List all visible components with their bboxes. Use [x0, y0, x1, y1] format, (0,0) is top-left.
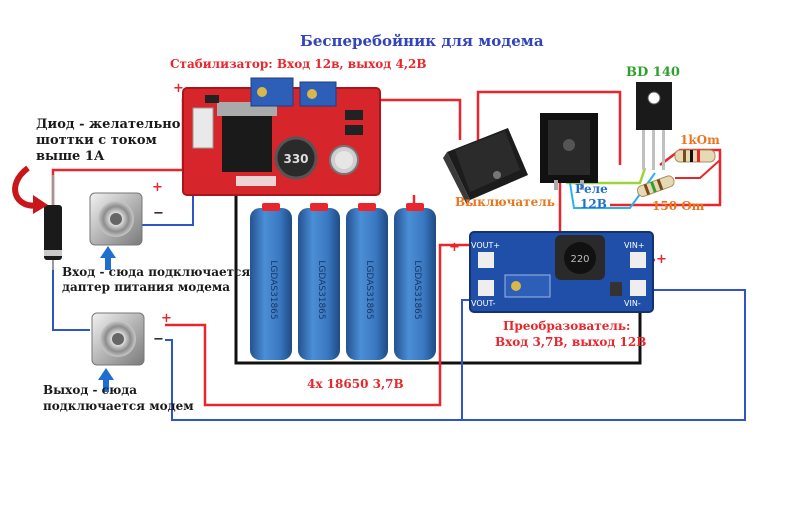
- choke-print: 330: [283, 152, 308, 166]
- resistor-150: [636, 175, 675, 197]
- resistor-1k-label: 1kOm: [680, 133, 720, 147]
- wire-red-resistor: [675, 159, 721, 179]
- bd140-label: BD 140: [626, 65, 680, 80]
- battery-2: [298, 208, 340, 360]
- minus-mark-output: −: [153, 332, 164, 347]
- wire-blue-output-neg: [165, 289, 746, 421]
- input-jack: [89, 192, 143, 246]
- converter-label-2: Вход 3,7В, выход 12В: [495, 335, 647, 349]
- converter-board: 220 VOUT+ VOUT- VIN+ VIN-: [469, 231, 654, 313]
- vout-minus-label: VOUT-: [471, 299, 496, 308]
- battery-pack: LGDAS31865 LGDAS31865 LGDAS31865 LGDAS31…: [250, 203, 436, 360]
- plus-mark-input: +: [152, 180, 163, 195]
- vout-plus-label: VOUT+: [471, 241, 500, 250]
- wire-red-to-output: [165, 243, 470, 407]
- bd140-transistor: [636, 82, 672, 170]
- inductor-print: 220: [570, 254, 589, 265]
- diode-component: [44, 175, 62, 270]
- arrow-up-icon: [100, 246, 116, 270]
- plus-mark-converter: +: [449, 240, 460, 255]
- battery-4-print: LGDAS31865: [412, 260, 422, 319]
- stabilizer-label: Стабилизатор: Вход 12в, выход 4,2В: [170, 57, 427, 71]
- battery-3-print: LGDAS31865: [364, 260, 374, 319]
- relay-component: [540, 113, 598, 190]
- input-label-2: даптер питания модема: [62, 280, 231, 294]
- batteries-label: 4x 18650 3,7В: [307, 377, 404, 391]
- wire-red-bd-collector: [610, 148, 722, 207]
- converter-label-1: Преобразователь:: [503, 319, 631, 333]
- wire-red-stab-to-switch: [380, 98, 462, 140]
- arrow-up-icon-2: [98, 368, 114, 392]
- wire-blue-diode-bottom: [52, 260, 90, 331]
- relay-label-1: Реле: [575, 182, 608, 196]
- switch-component: [443, 128, 528, 205]
- battery-3: [346, 208, 388, 360]
- vin-plus-label: VIN+: [624, 241, 645, 250]
- resistor-150-label: 150 Om: [652, 199, 705, 213]
- stabilizer-board: 330: [182, 77, 381, 196]
- input-label-1: Вход - сюда подключается: [62, 265, 251, 279]
- relay-label-2: 12В: [580, 197, 607, 211]
- battery-1-print: LGDAS31865: [268, 260, 278, 319]
- switch-label: Выключатель: [455, 195, 555, 209]
- diode-label-3: выше 1А: [36, 149, 105, 164]
- curved-arrow-icon: [12, 165, 41, 209]
- diode-label-1: Диод - желательно: [36, 117, 181, 132]
- wire-red-switch-to-relay: [476, 90, 622, 165]
- page-title: Бесперебойник для модема: [300, 32, 544, 50]
- minus-mark-input: −: [153, 206, 164, 221]
- output-label-1: Выход - сюда: [43, 383, 138, 397]
- resistor-1k: [674, 149, 716, 163]
- battery-2-print: LGDAS31865: [316, 260, 326, 319]
- output-label-2: подключается модем: [43, 399, 194, 413]
- output-jack: [91, 312, 145, 366]
- plus-mark-output: +: [161, 311, 172, 326]
- diode-label-2: шоттки с током: [36, 133, 157, 148]
- plus-mark-vin: +: [656, 252, 667, 267]
- wire-blue-conv-out: [461, 299, 470, 420]
- battery-4: [394, 208, 436, 360]
- plus-mark-stabilizer: +: [173, 81, 184, 96]
- battery-1: [250, 208, 292, 360]
- vin-minus-label: VIN-: [624, 299, 641, 308]
